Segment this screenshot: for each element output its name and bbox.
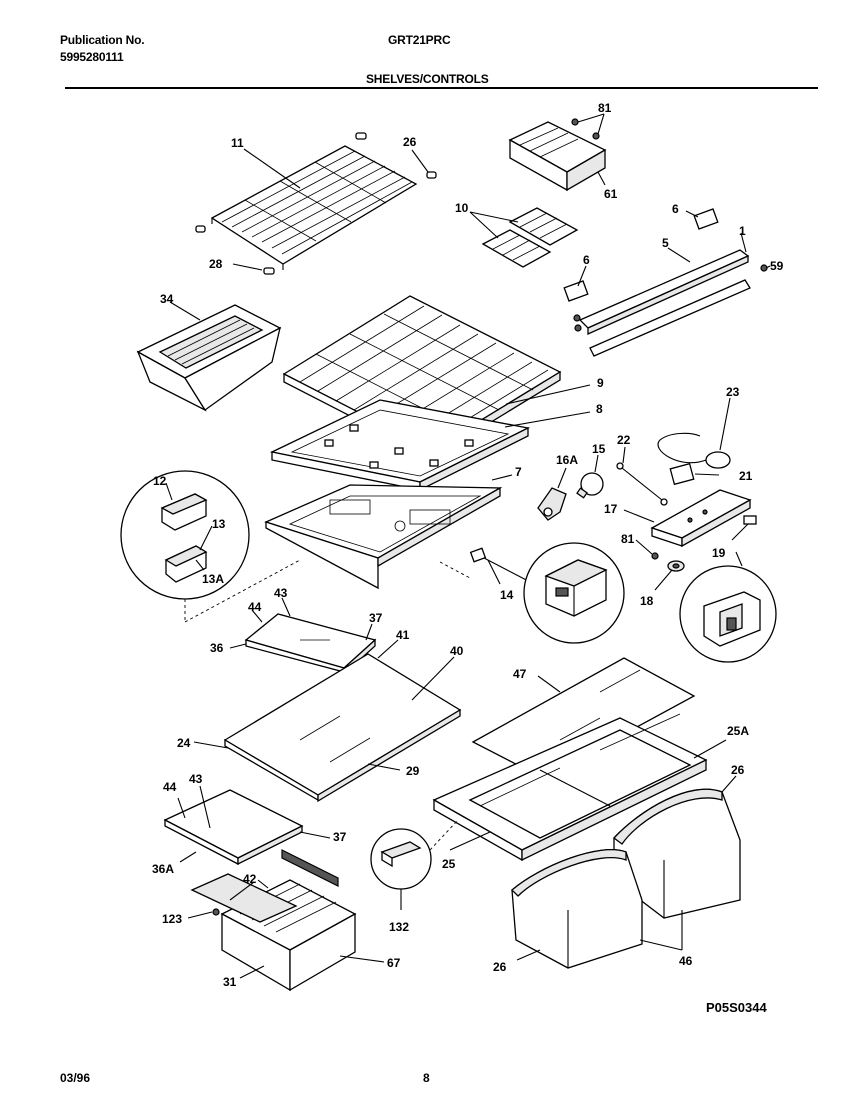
callout-label: 61	[604, 187, 618, 201]
callout-label: 37	[369, 611, 383, 625]
screw-part-81	[651, 552, 659, 560]
callout-label: 18	[640, 594, 654, 608]
shelf-part-43-lower	[163, 789, 339, 887]
callout-label: 10	[455, 201, 469, 215]
frame-part-7	[264, 484, 503, 590]
bracket-part-61	[508, 118, 607, 192]
callout-label: 67	[387, 956, 401, 970]
callout-label: 16A	[556, 453, 579, 467]
callout-label: 25	[442, 857, 456, 871]
callout-label: 40	[450, 644, 464, 658]
diagram-code: P05S0344	[706, 1000, 767, 1015]
shelf-end-cap-parts	[195, 132, 437, 275]
callout-label: 36	[210, 641, 224, 655]
callout-label: 31	[223, 975, 237, 989]
footer-page-number: 8	[423, 1071, 430, 1085]
callout-label: 34	[160, 292, 174, 306]
callout-label: 36A	[152, 862, 175, 876]
publication-label: Publication No.	[60, 33, 145, 47]
callout-label: 26	[731, 763, 745, 777]
callout-label: 46	[679, 954, 693, 968]
callout-label: 14	[500, 588, 514, 602]
glass-shelf-part-40	[223, 653, 462, 803]
section-title: SHELVES/CONTROLS	[366, 72, 489, 86]
callout-label: 22	[617, 433, 631, 447]
callout-label: 42	[243, 872, 257, 886]
callout-label: 19	[712, 546, 726, 560]
callout-label: 13A	[202, 572, 225, 586]
callout-label: 7	[515, 465, 522, 479]
header-rule	[65, 87, 818, 89]
callout-label: 47	[513, 667, 527, 681]
callout-label: 37	[333, 830, 347, 844]
bin-part-34	[136, 304, 282, 412]
callout-label: 1	[739, 224, 746, 238]
wire-shelf-part	[210, 145, 418, 270]
drawer-part-31	[190, 873, 357, 992]
callout-label: 12	[153, 474, 167, 488]
trim-strip-parts	[563, 208, 768, 357]
callout-label: 11	[231, 136, 244, 150]
callout-label: 123	[162, 912, 183, 926]
callout-label: 8	[596, 402, 603, 416]
ice-tray-parts	[481, 207, 579, 268]
crisper-frame-part-25	[432, 713, 708, 862]
callout-label: 132	[389, 920, 410, 934]
callout-label: 23	[726, 385, 740, 399]
light-housing-part-17	[650, 489, 752, 548]
control-parts	[616, 432, 731, 506]
light-bulb-part-15	[576, 472, 604, 499]
model-number: GRT21PRC	[388, 33, 451, 47]
callout-label: 26	[403, 135, 417, 149]
detail-circle-part-132	[370, 819, 459, 890]
shelf-cover-part-8	[269, 399, 531, 492]
callout-label: 81	[621, 532, 635, 546]
switch-part-19	[743, 515, 757, 525]
callout-label: 6	[672, 202, 679, 216]
callout-label: 25A	[727, 724, 750, 738]
callout-label: 44	[248, 600, 262, 614]
light-socket-part-16a	[537, 487, 567, 521]
damper-part-14	[439, 547, 487, 579]
detail-circle-bin-parts	[120, 470, 250, 622]
footer-date: 03/96	[60, 1071, 91, 1085]
callout-label: 29	[406, 764, 420, 778]
callout-label: 9	[597, 376, 604, 390]
grommet-part-18	[667, 560, 685, 572]
callout-label: 17	[604, 502, 618, 516]
callout-label: 26	[493, 960, 507, 974]
crisper-drawer-right	[613, 788, 741, 919]
callout-label: 59	[770, 259, 784, 273]
callout-label: 81	[598, 101, 612, 115]
callout-label: 24	[177, 736, 191, 750]
callout-label: 15	[592, 442, 606, 456]
detail-circle-damper	[523, 542, 625, 644]
callout-label: 43	[189, 772, 203, 786]
crisper-drawer-left	[511, 849, 643, 969]
publication-number: 5995280111	[60, 50, 124, 64]
callout-label: 41	[396, 628, 410, 642]
callout-label: 28	[209, 257, 223, 271]
callout-label: 6	[583, 253, 590, 267]
callout-label: 21	[739, 469, 753, 483]
callout-label: 13	[212, 517, 226, 531]
detail-circle-switch	[679, 565, 777, 663]
callout-label: 44	[163, 780, 177, 794]
callout-label: 5	[662, 236, 669, 250]
callout-label: 43	[274, 586, 288, 600]
